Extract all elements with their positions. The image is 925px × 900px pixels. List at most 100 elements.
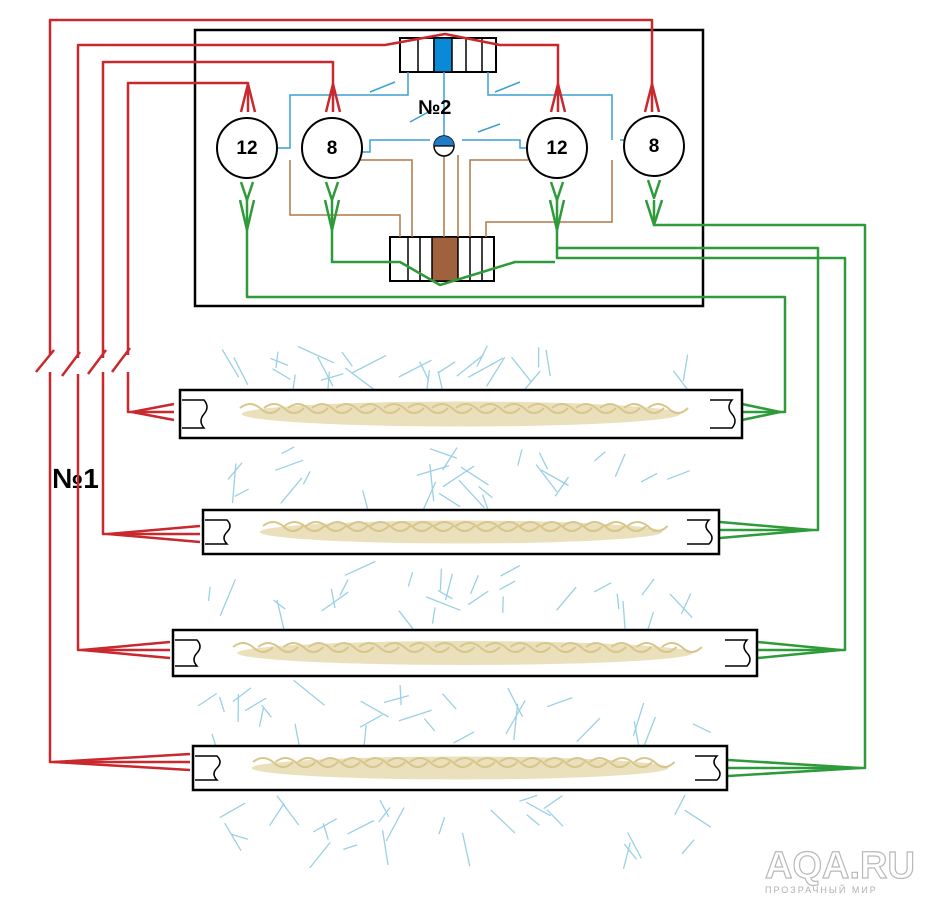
light-ray [218, 696, 225, 713]
light-ray [321, 591, 349, 612]
light-ray [456, 354, 484, 377]
light-ray [381, 830, 389, 866]
light-ray [270, 357, 289, 367]
light-ray [273, 599, 286, 610]
blue-control-wiring [260, 72, 640, 153]
light-ray [507, 687, 524, 717]
light-ray [681, 839, 695, 855]
lamp-2 [201, 508, 721, 556]
light-ray [684, 809, 712, 828]
light-ray [467, 357, 504, 378]
light-ray [224, 822, 242, 852]
light-ray [383, 694, 409, 704]
watermark-subtitle: ПРОЗРАЧНЫЙ МИР [765, 884, 878, 895]
light-ray [429, 448, 458, 459]
light-ray [666, 470, 690, 480]
light-ray [623, 843, 638, 860]
light-ray [197, 692, 218, 707]
light-ray [485, 356, 506, 387]
light-ray [234, 488, 249, 497]
light-ray [359, 714, 383, 728]
indicator-button [433, 135, 455, 157]
light-ray [231, 463, 237, 504]
socket-1: 12 [216, 117, 278, 179]
brown-wiring [289, 155, 613, 237]
light-ray [535, 464, 558, 493]
light-ray [505, 700, 526, 735]
light-ray [309, 841, 331, 869]
light-ray [258, 707, 265, 727]
light-ray [347, 819, 375, 835]
light-ray [682, 354, 689, 382]
light-ray [476, 345, 488, 367]
socket-2-rating: 8 [327, 138, 338, 159]
light-ray [360, 700, 389, 718]
lamp-4 [191, 744, 729, 792]
light-ray [641, 578, 655, 596]
light-ray [398, 359, 432, 378]
light-ray [276, 795, 300, 826]
light-ray [268, 803, 285, 827]
light-ray [680, 593, 692, 615]
light-ray [379, 799, 390, 818]
light-ray [442, 465, 475, 488]
light-ray [546, 809, 564, 827]
light-ray [275, 459, 304, 471]
light-ray [554, 476, 570, 497]
light-ray [669, 593, 693, 619]
light-ray [442, 693, 457, 710]
light-ray [513, 703, 519, 741]
light-ray [399, 684, 402, 706]
watermark-title: AQA.RU [765, 845, 915, 887]
light-ray [385, 807, 405, 842]
light-ray [344, 560, 376, 576]
light-ray [593, 582, 612, 593]
light-ray [500, 564, 521, 577]
switch-unit-label: №2 [418, 97, 451, 119]
light-ray [490, 809, 516, 834]
light-ray [425, 596, 461, 611]
light-ray [219, 579, 237, 616]
light-ray [437, 361, 456, 374]
light-ray [233, 357, 249, 386]
light-ray [478, 485, 493, 499]
light-ray [545, 349, 551, 377]
light-ray [510, 356, 532, 382]
light-ray [431, 607, 436, 624]
socket-4: 8 [623, 115, 685, 177]
light-ray [327, 371, 330, 392]
light-ray [499, 580, 516, 591]
red-phase-wiring [35, 18, 661, 772]
light-ray [632, 702, 645, 736]
light-ray [232, 687, 252, 703]
green-return-wiring [238, 179, 867, 778]
light-ray [692, 723, 712, 734]
light-ray [438, 492, 461, 508]
control-unit-box [193, 28, 705, 308]
socket-4-rating: 8 [649, 136, 660, 157]
light-ray [627, 832, 642, 859]
light-ray [275, 351, 279, 368]
light-ray [419, 361, 430, 381]
light-ray [460, 466, 489, 486]
light-ray [293, 679, 325, 706]
light-ray [622, 842, 631, 870]
light-ray [302, 471, 311, 485]
light-ray [525, 801, 551, 817]
light-ray [341, 351, 353, 367]
light-ray [317, 356, 334, 387]
group-switch-label: №1 [52, 463, 99, 494]
light-ray [461, 832, 471, 867]
light-ray [398, 709, 432, 722]
light-ray [540, 469, 569, 487]
light-ray [261, 704, 272, 718]
light-ray [221, 349, 240, 378]
light-ray [640, 472, 658, 483]
light-ray [439, 568, 443, 591]
light-ray [437, 589, 453, 600]
light-ray [351, 354, 387, 374]
light-ray [343, 844, 358, 851]
light-ray [622, 600, 626, 629]
light-ray [556, 586, 577, 611]
